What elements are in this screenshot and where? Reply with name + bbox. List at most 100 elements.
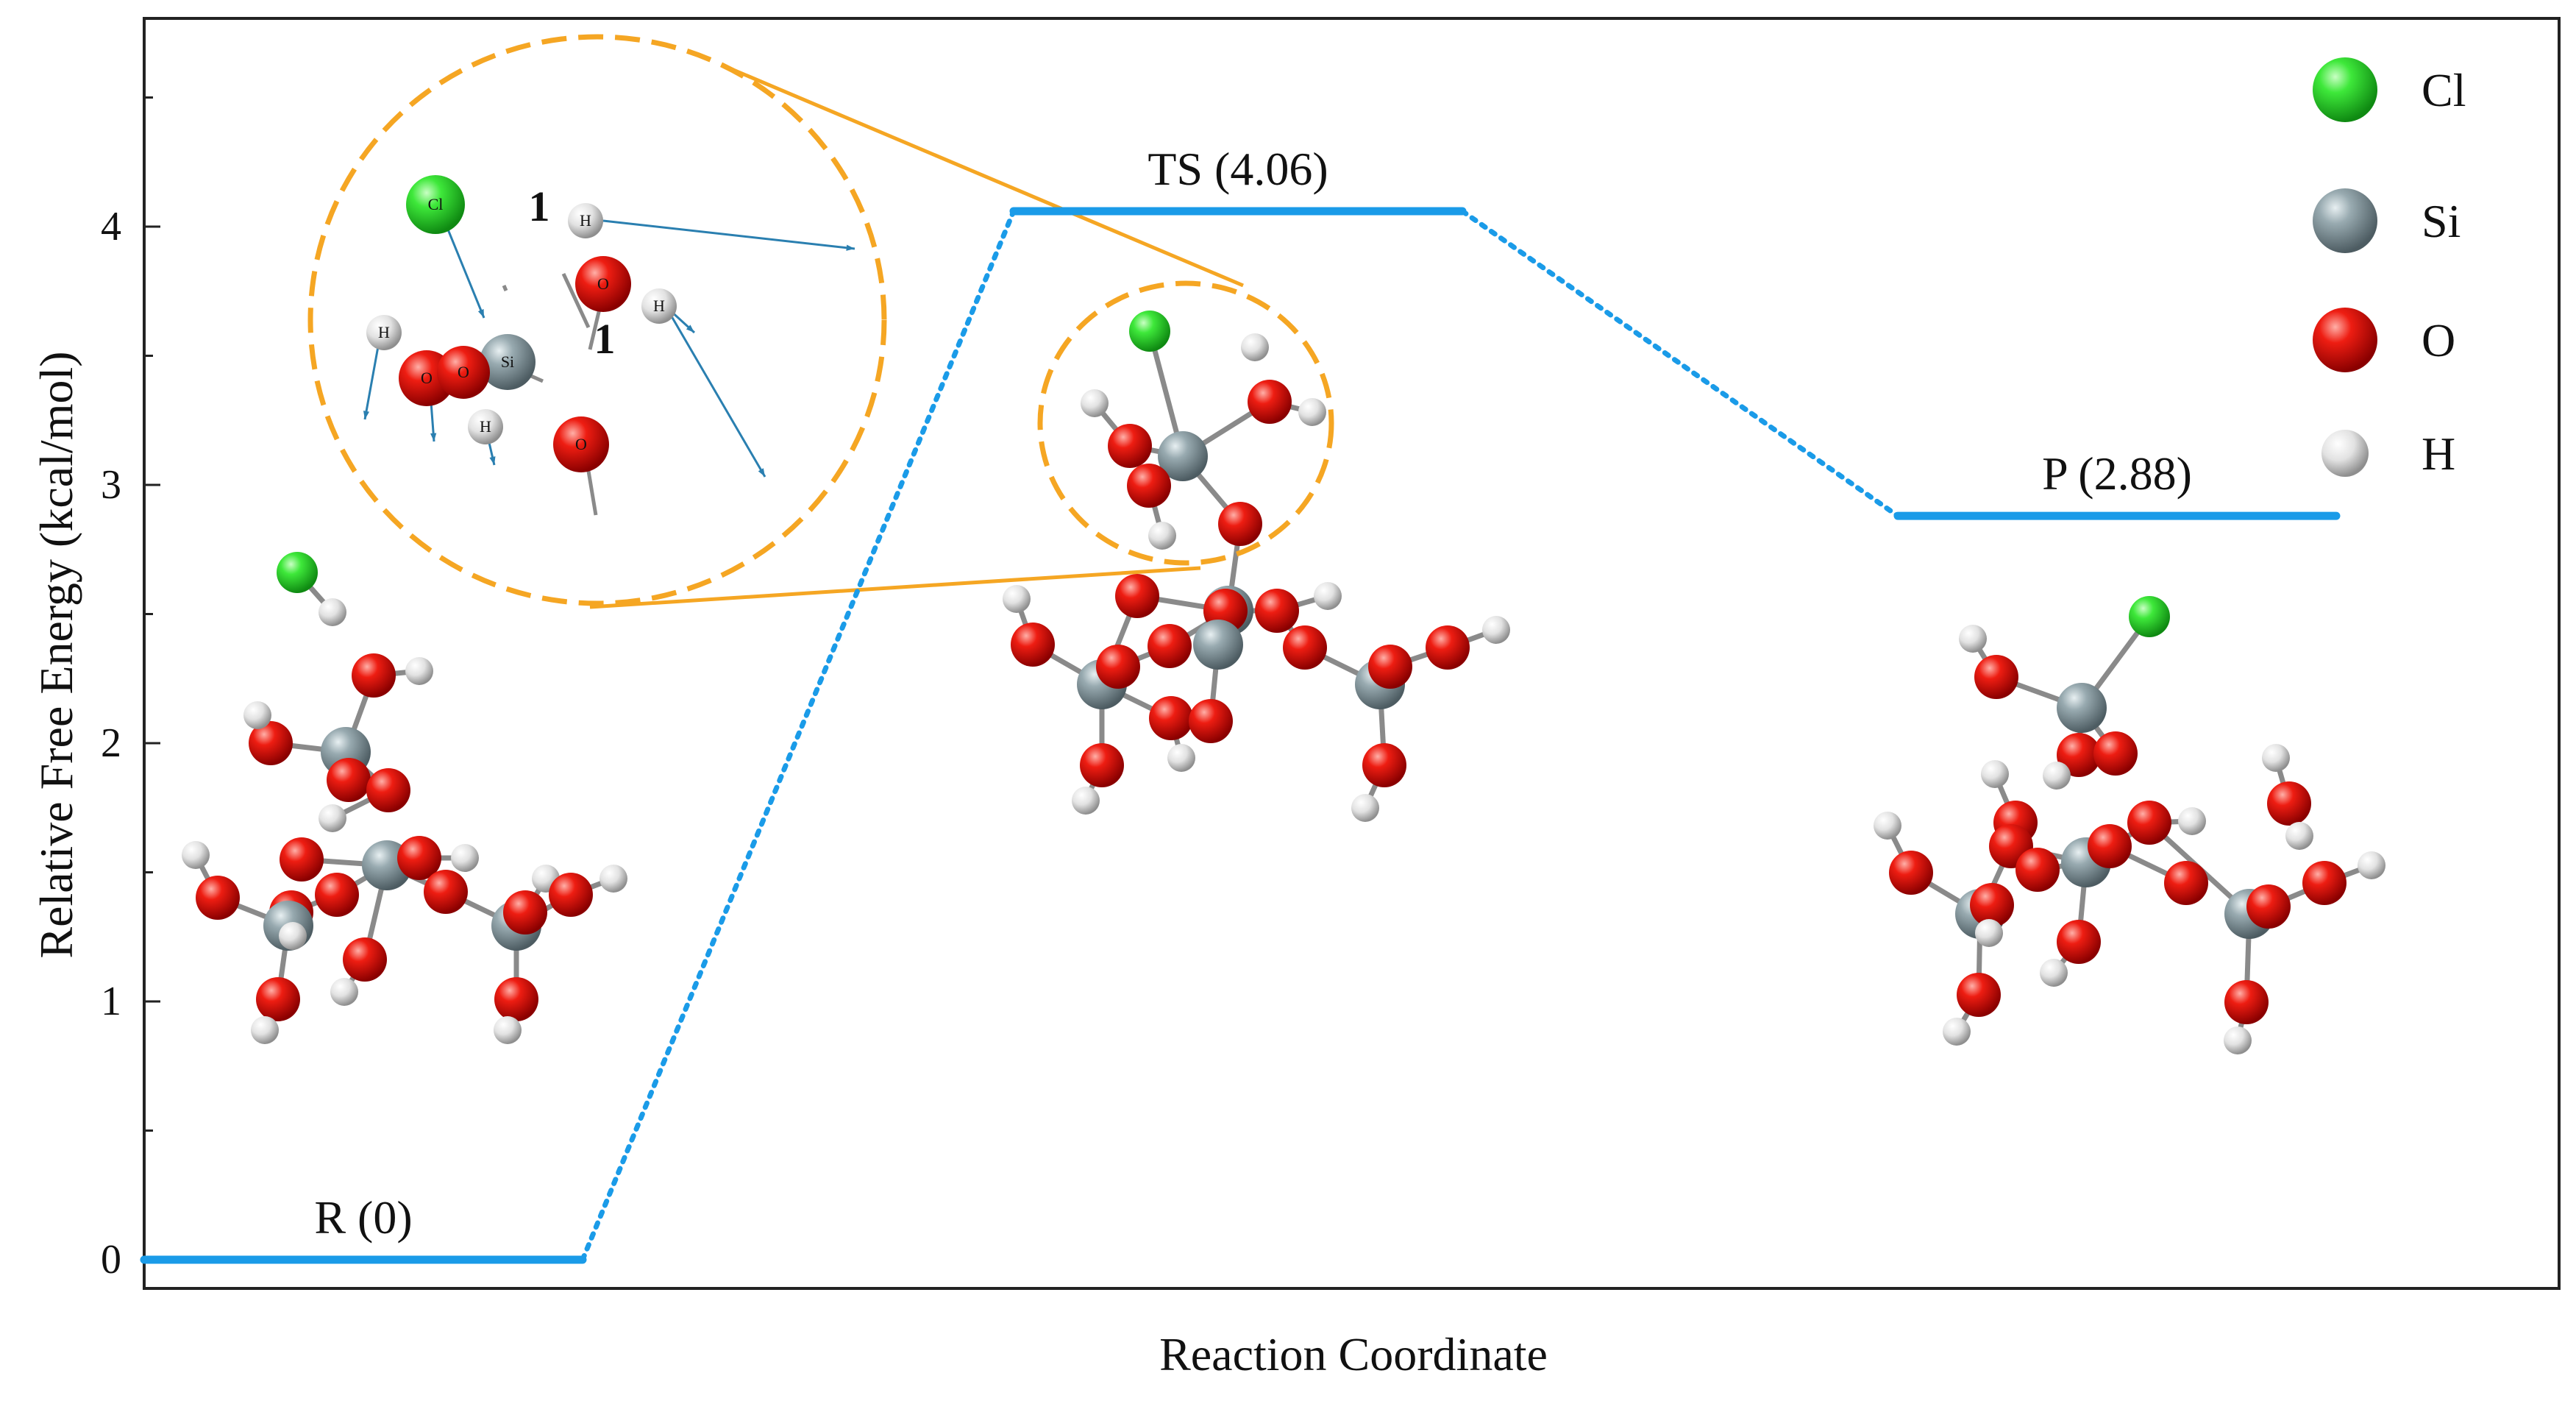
atom <box>2043 762 2071 790</box>
atom <box>2267 781 2311 826</box>
atom <box>2358 851 2385 879</box>
atom <box>1974 655 2018 699</box>
plot-frame <box>143 17 2561 1290</box>
zoom-connectors <box>589 65 1244 609</box>
ts-molecule <box>1003 311 1510 822</box>
vibration-arrow <box>665 307 766 478</box>
atom <box>1167 744 1195 772</box>
atom <box>1241 333 1269 361</box>
inset-atom-label: H <box>378 323 390 341</box>
transition-connector-1 <box>1459 208 1901 519</box>
atom <box>1426 625 1470 670</box>
inset-atom-label: H <box>653 297 665 315</box>
atom <box>1218 502 1262 546</box>
atom <box>1129 311 1170 352</box>
atom <box>343 937 387 982</box>
atom <box>1351 794 1379 822</box>
atom <box>319 598 346 626</box>
atom <box>277 552 318 593</box>
atom <box>182 841 210 869</box>
inset-atom-label: Cl <box>428 195 444 213</box>
zoom-circles <box>307 34 1334 606</box>
atom <box>1248 380 1292 424</box>
atom <box>1957 973 2001 1017</box>
atom <box>2224 1026 2252 1054</box>
inset-atom <box>366 315 402 350</box>
inset-atom <box>641 288 677 324</box>
atom <box>424 870 468 914</box>
energy-level-label-1: TS (4.06) <box>1148 143 1328 195</box>
atom <box>243 701 271 729</box>
atom <box>1115 574 1159 618</box>
reactant-molecule <box>182 552 627 1044</box>
atom <box>549 873 593 917</box>
vibration-arrow <box>363 338 381 420</box>
inset-atom-label: Si <box>501 352 514 371</box>
y-axis: 0 1 2 3 4 <box>101 96 160 1283</box>
atom <box>1889 851 1933 895</box>
y-tick-label: 3 <box>101 462 121 508</box>
y-axis-label: Relative Free Energy (kcal/mol) <box>30 351 82 958</box>
atom <box>1943 1018 1971 1046</box>
inset-atom <box>437 346 490 399</box>
atom <box>1362 743 1406 787</box>
legend-marker-h <box>2321 430 2369 477</box>
inset-atom <box>553 416 609 472</box>
atom <box>1314 582 1342 610</box>
atom <box>2129 596 2170 637</box>
atom <box>2057 733 2101 777</box>
atom <box>1298 398 1326 426</box>
atom <box>352 653 396 698</box>
atom <box>1148 522 1176 550</box>
inset-atom-label: O <box>597 274 609 293</box>
y-tick-label: 1 <box>101 979 121 1024</box>
atom <box>2088 824 2132 868</box>
atom <box>1149 696 1193 740</box>
atom <box>280 837 324 882</box>
atom <box>2164 861 2208 905</box>
y-tick-label: 2 <box>101 720 121 766</box>
atom <box>2040 959 2068 987</box>
atom <box>503 890 547 934</box>
atom <box>1283 625 1327 670</box>
atom <box>599 865 627 893</box>
atom <box>405 657 433 685</box>
vibration-arrowhead <box>430 433 437 441</box>
inset-atom-label: H <box>480 417 491 436</box>
atom <box>1193 620 1243 670</box>
y-tick-label: 0 <box>101 1237 121 1283</box>
atom <box>256 977 300 1021</box>
inset-bond <box>502 285 508 291</box>
atom <box>2246 884 2291 929</box>
energy-level-label-2: P (2.88) <box>2042 447 2192 500</box>
atom <box>1981 760 2009 788</box>
atom <box>397 836 441 880</box>
transition-connector-0 <box>580 208 1017 1263</box>
atom <box>315 873 359 917</box>
atom <box>1970 883 2014 927</box>
legend-marker-cl <box>2313 57 2377 122</box>
atom <box>2302 861 2346 905</box>
vibration-arrowhead <box>477 309 484 318</box>
vibration-arrow <box>602 219 855 250</box>
legend-marker-o <box>2313 308 2377 372</box>
atom <box>2127 801 2171 845</box>
atom <box>1108 424 1152 468</box>
atom <box>1072 787 1100 815</box>
atom <box>1148 624 1192 668</box>
atom <box>1081 389 1109 417</box>
atom <box>330 978 358 1006</box>
y-tick-label: 4 <box>101 204 121 249</box>
inset-atom <box>480 334 536 390</box>
atom <box>319 804 346 832</box>
vibration-arrowhead <box>758 468 765 477</box>
inset-mode-label-1: 1 <box>529 182 550 230</box>
energy-profile: R (0)TS (4.06)P (2.88) <box>140 143 2341 1264</box>
atom <box>2178 807 2206 835</box>
atom <box>251 1016 279 1044</box>
inset-atom <box>406 175 465 234</box>
vibration-arrowhead <box>846 244 855 251</box>
vibration-arrowhead <box>363 411 370 419</box>
inset-bond <box>561 272 591 329</box>
